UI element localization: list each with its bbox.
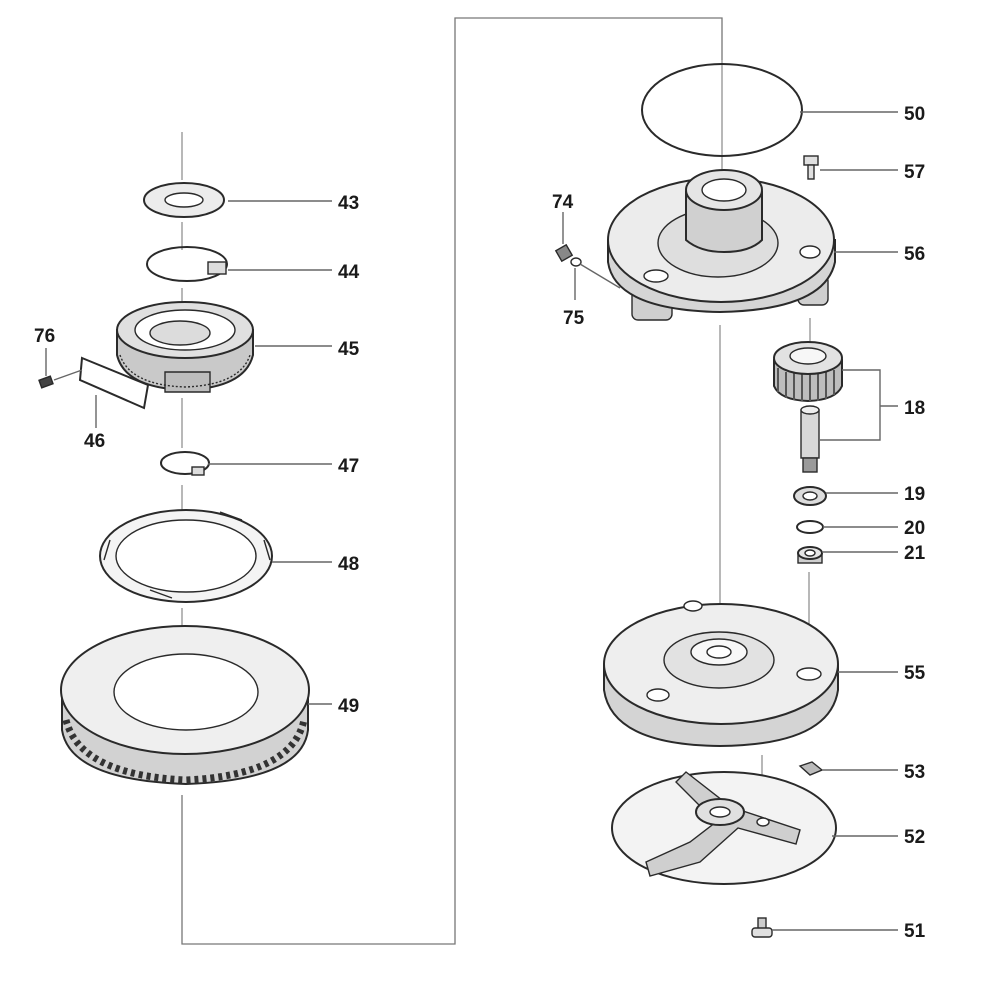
right-leader-lines — [772, 111, 898, 931]
part-48-shim-ring — [99, 509, 273, 603]
part-53-clip — [798, 761, 824, 776]
part-45-bearing-housing — [116, 301, 254, 393]
label-20: 20 — [904, 518, 925, 539]
label-45: 45 — [338, 339, 360, 360]
part-43-washer — [143, 182, 225, 218]
label-19: 19 — [904, 484, 925, 505]
part-52-spider-disc — [611, 771, 837, 885]
part-47-circlip — [160, 451, 210, 476]
part-56-flange — [607, 169, 836, 321]
left-leader-lines — [208, 200, 332, 705]
label-75: 75 — [563, 308, 585, 329]
label-21: 21 — [904, 543, 926, 564]
label-76: 76 — [34, 326, 55, 347]
label-49: 49 — [338, 696, 359, 717]
label-46: 46 — [84, 431, 105, 452]
label-43: 43 — [338, 193, 359, 214]
part-19-seal — [793, 486, 827, 506]
part-46-plate — [78, 356, 150, 428]
label-44: 44 — [338, 262, 360, 283]
part-76-screw — [38, 348, 83, 389]
label-55: 55 — [904, 663, 926, 684]
part-50-o-ring — [641, 63, 803, 157]
label-57: 57 — [904, 162, 925, 183]
part-18-bracket — [820, 369, 881, 441]
part-21-bushing — [797, 546, 823, 564]
part-18-gear-shaft — [773, 341, 843, 473]
label-53: 53 — [904, 762, 925, 783]
part-49-large-toothed-ring — [60, 625, 310, 786]
part-74-setscrew — [554, 212, 574, 263]
assembly-connector-line — [181, 17, 723, 945]
label-52: 52 — [904, 827, 925, 848]
label-47: 47 — [338, 456, 359, 477]
label-48: 48 — [338, 554, 359, 575]
label-18: 18 — [904, 398, 925, 419]
label-56: 56 — [904, 244, 925, 265]
part-44-retaining-ring — [146, 246, 228, 282]
part-55-base-plate — [603, 600, 839, 748]
part-75-washer — [570, 257, 621, 300]
label-50: 50 — [904, 104, 925, 125]
label-74: 74 — [552, 192, 574, 213]
part-20-o-ring — [796, 520, 824, 534]
part-57-screw — [803, 155, 819, 180]
part-51-screw — [751, 917, 773, 938]
label-51: 51 — [904, 921, 926, 942]
